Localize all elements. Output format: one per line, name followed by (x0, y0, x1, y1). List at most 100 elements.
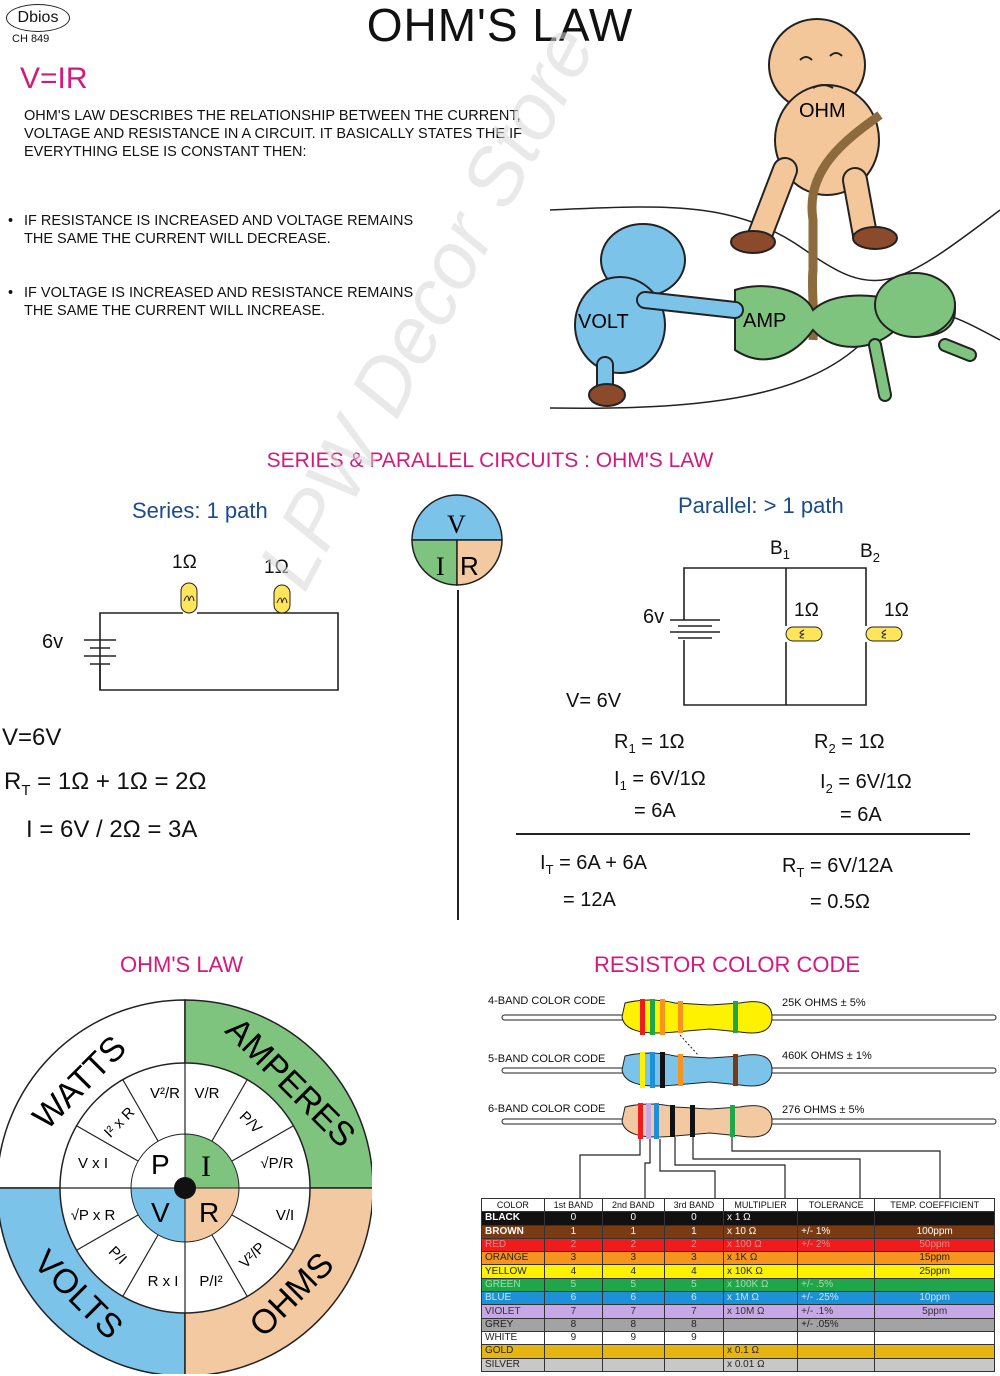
ohm-cartoon-illustration: OHM AMP VOLT (549, 18, 1000, 409)
vir-triangle-circle: V I R (411, 494, 503, 586)
bullet-dot-icon: • (8, 213, 14, 229)
resistor-row-label: 5-BAND COLOR CODE (488, 1053, 606, 1065)
table-cell: 9 (543, 1330, 603, 1346)
resistor-6band (621, 1103, 773, 1139)
table-cell: SILVER (481, 1357, 545, 1372)
ohm-character: OHM (730, 18, 898, 254)
amps-formula: √P/R (260, 1155, 293, 1172)
table-cell: x 0.1 Ω (723, 1344, 799, 1359)
color-code-table: COLOR 1st BAND 2nd BAND 3rd BAND MULTIPL… (481, 1197, 995, 1372)
table-cell: +/- .1% (797, 1304, 876, 1319)
parallel-heading: Parallel: > 1 path (678, 493, 844, 518)
table-cell: 3 (663, 1251, 725, 1266)
amp-character: AMP (734, 272, 977, 402)
table-cell (874, 1344, 995, 1359)
intro-line: VOLTAGE AND RESISTANCE IN A CIRCUIT. IT … (24, 126, 522, 142)
table-cell: +/- 1% (797, 1224, 876, 1239)
table-cell (601, 1344, 665, 1359)
table-cell: BROWN (481, 1224, 545, 1239)
table-cell: 6 (663, 1291, 725, 1306)
table-cell (543, 1344, 603, 1359)
intro-line: EVERYTHING ELSE IS CONSTANT THEN: (24, 144, 307, 160)
table-cell (797, 1330, 876, 1346)
resistor-diagrams (501, 999, 997, 1200)
table-cell: 7 (543, 1304, 603, 1319)
brand-badge: Dbios (6, 4, 70, 32)
table-cell: 8 (663, 1317, 725, 1332)
parallel-eq-v: V= 6V (566, 690, 622, 712)
table-cell: 4 (543, 1264, 603, 1279)
table-cell: 1 (663, 1224, 725, 1239)
intro-paragraph: OHM'S LAW DESCRIBES THE RELATIONSHIP BET… (24, 107, 584, 161)
bullet-line: THE SAME THE CURRENT WILL DECREASE. (24, 231, 331, 247)
table-cell: 6 (601, 1291, 665, 1306)
resistor-row-value: 25K OHMS ± 5% (782, 997, 866, 1009)
parallel-circuit-diagram (670, 567, 903, 706)
table-cell: 2 (543, 1237, 603, 1253)
table-cell: 9 (663, 1330, 725, 1346)
table-cell: 5ppm (874, 1304, 995, 1319)
table-cell: GOLD (481, 1344, 545, 1359)
table-cell: GREEN (481, 1277, 545, 1293)
table-header-row: COLOR 1st BAND 2nd BAND 3rd BAND MULTIPL… (481, 1197, 995, 1213)
table-cell: 25ppm (874, 1264, 995, 1279)
svg-text:P: P (151, 1149, 170, 1180)
table-cell: 6 (543, 1291, 603, 1306)
resistor-5band (621, 1034, 773, 1088)
divider (457, 590, 459, 920)
volts-formula: R x I (148, 1273, 179, 1290)
amp-label: AMP (743, 310, 786, 332)
table-cell: 2 (601, 1237, 665, 1253)
chart-code: CH 849 (12, 33, 50, 45)
ohms-formula: V/I (276, 1207, 294, 1224)
table-cell: 10ppm (874, 1291, 995, 1306)
volt-character: VOLT (574, 223, 744, 407)
bulb-icon (180, 582, 198, 614)
table-cell: x 10 Ω (723, 1224, 799, 1239)
table-cell: x 10M Ω (723, 1304, 799, 1319)
parallel-b2-label: B2 (860, 541, 880, 565)
resistor-row-label: 6-BAND COLOR CODE (488, 1103, 606, 1115)
table-cell: VIOLET (481, 1304, 545, 1319)
table-cell (874, 1211, 995, 1226)
table-cell: +/- 2% (797, 1237, 876, 1253)
table-cell (723, 1317, 799, 1332)
table-header: COLOR (481, 1197, 545, 1213)
parallel-eq-r2: R2 = 1Ω (814, 731, 885, 756)
table-cell: ORANGE (481, 1251, 545, 1266)
formula-vir: V=IR (20, 62, 88, 95)
series-circuit-diagram (84, 582, 339, 691)
table-row: GOLD x 0.1 Ω (481, 1344, 995, 1359)
table-header: TOLERANCE (797, 1197, 876, 1213)
table-cell (797, 1211, 876, 1226)
table-cell (663, 1344, 725, 1359)
table-cell: x 10K Ω (723, 1264, 799, 1279)
svg-text:I: I (201, 1150, 211, 1183)
parallel-divider (516, 833, 970, 835)
table-cell (874, 1277, 995, 1293)
parallel-eq-i2: I2 = 6V/1Ω (820, 771, 912, 796)
volts-formula: √P x R (71, 1207, 116, 1224)
svg-text:R: R (460, 551, 479, 581)
table-cell: BLUE (481, 1291, 545, 1306)
parallel-eq-r1: R1 = 1Ω (614, 731, 685, 756)
table-cell: 9 (601, 1330, 665, 1346)
ohms-law-wheel: P I V R WATTS AMPERES VOLTS OHMS V x I I… (0, 999, 372, 1374)
table-cell: x 100 Ω (723, 1237, 799, 1253)
parallel-b1-label: B1 (770, 538, 790, 562)
svg-text:I: I (436, 552, 445, 581)
table-cell (797, 1344, 876, 1359)
watts-formula: V x I (78, 1155, 108, 1172)
table-cell (797, 1264, 876, 1279)
bullet-item: • IF VOLTAGE IS INCREASED AND RESISTANCE… (8, 284, 478, 320)
parallel-eq-i1-result: = 6A (634, 800, 676, 822)
table-cell: GREY (481, 1317, 545, 1332)
